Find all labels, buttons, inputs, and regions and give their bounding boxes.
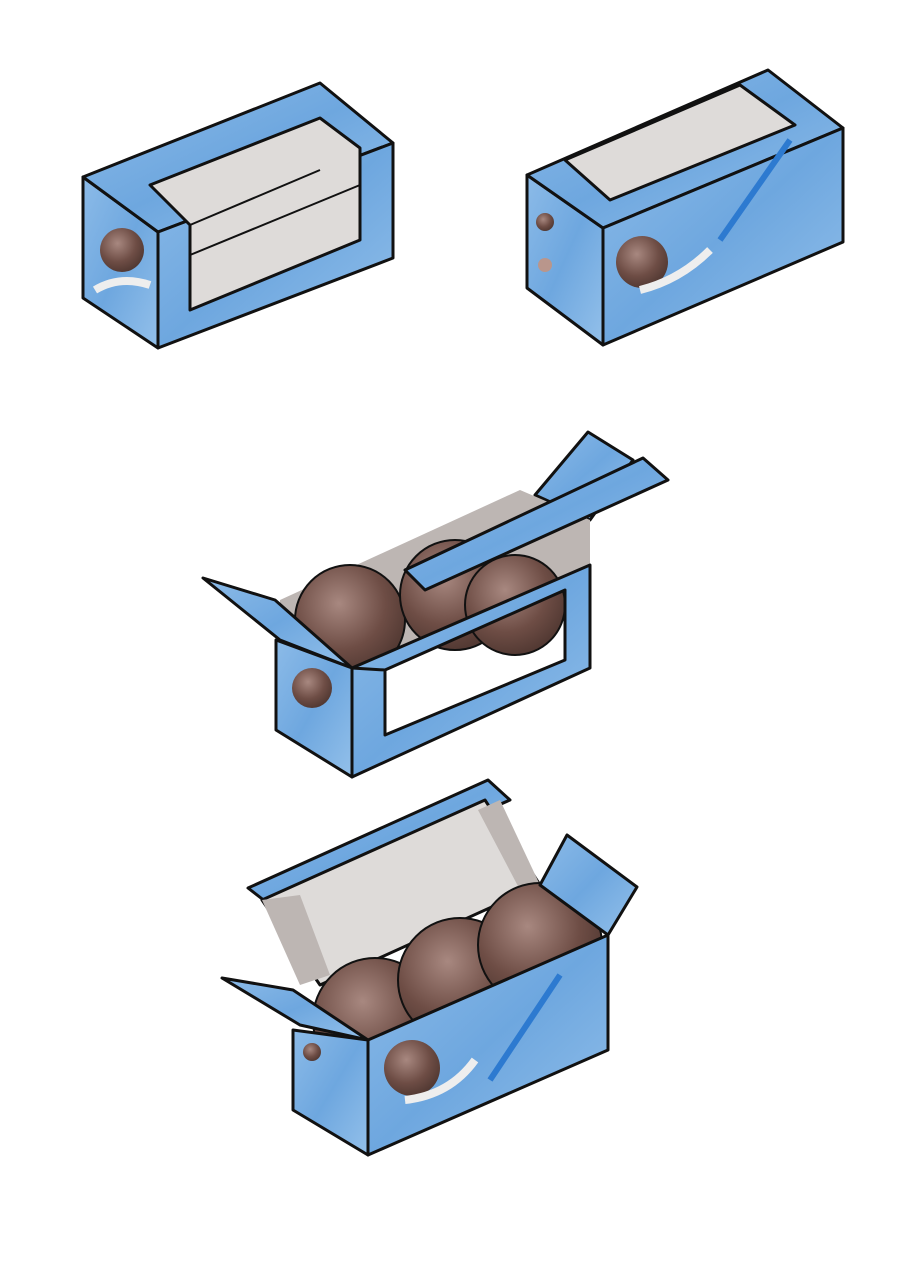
small-ball-print [536,213,554,231]
small-cup-print [538,258,552,272]
box-right-flap [538,833,639,937]
lid-side [478,800,540,890]
box-lid [403,456,670,592]
box-open-lid [220,778,639,1157]
cream-swirl-print [92,277,152,294]
chocolate-ball-print [616,236,668,288]
cream-swirl-print [639,247,713,294]
box-front-face [350,563,592,779]
box-open-window [201,430,670,779]
chocolate-ball-print [292,668,332,708]
stripe-print [717,138,793,242]
box-window [563,83,797,202]
box-closed-window [81,81,395,350]
chocolate-ball-print [384,1040,440,1096]
window-edge [189,184,361,256]
chocolate-ball-print [100,228,144,272]
box-closed-top-window [525,68,845,347]
stripe-print [487,973,563,1082]
cream-swirl-print [404,1057,479,1104]
small-ball-print [303,1043,321,1061]
lid-side [262,895,330,985]
window-edge [189,169,321,226]
